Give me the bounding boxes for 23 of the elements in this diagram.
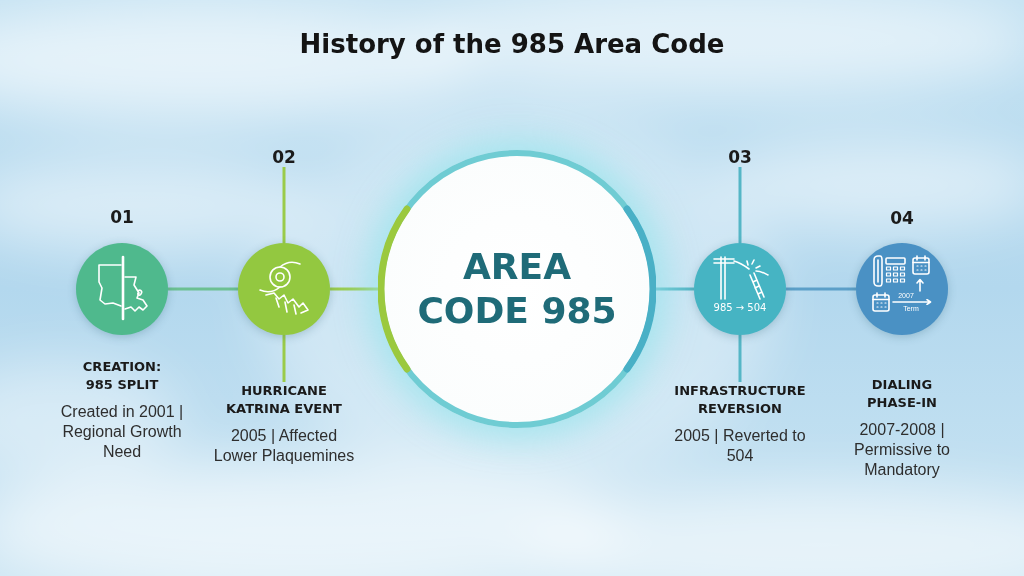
step-heading: HURRICANE KATRINA EVENT [225,382,343,418]
step-heading: INFRASTRUCTURE REVERSION [673,382,807,418]
connector-line [656,287,694,291]
step-heading: CREATION: 985 SPLIT [81,358,163,394]
connector-line [786,287,856,291]
step-number: 01 [110,207,134,227]
step-heading: DIALING PHASE-IN [866,376,938,412]
connector-line [738,167,742,243]
step-description: 2005 | Affected Lower Plaquemines [212,426,356,466]
connector-line [168,287,238,291]
connector-line [738,335,742,382]
connector-line [282,167,286,243]
hub-label: AREA CODE 985 [416,245,618,333]
step-number: 02 [272,147,296,167]
step-description: 2007-2008 | Permissive to Mandatory [853,420,951,480]
step-description: 2005 | Reverted to 504 [673,426,807,466]
step-description: Created in 2001 | Regional Growth Need [59,402,185,462]
connector-line [282,335,286,382]
diagram-title: History of the 985 Area Code [298,28,726,60]
step-number: 04 [890,208,914,228]
connector-line [330,287,378,291]
icon-caption: 985 → 504 [712,303,768,313]
step-number: 03 [728,147,752,167]
